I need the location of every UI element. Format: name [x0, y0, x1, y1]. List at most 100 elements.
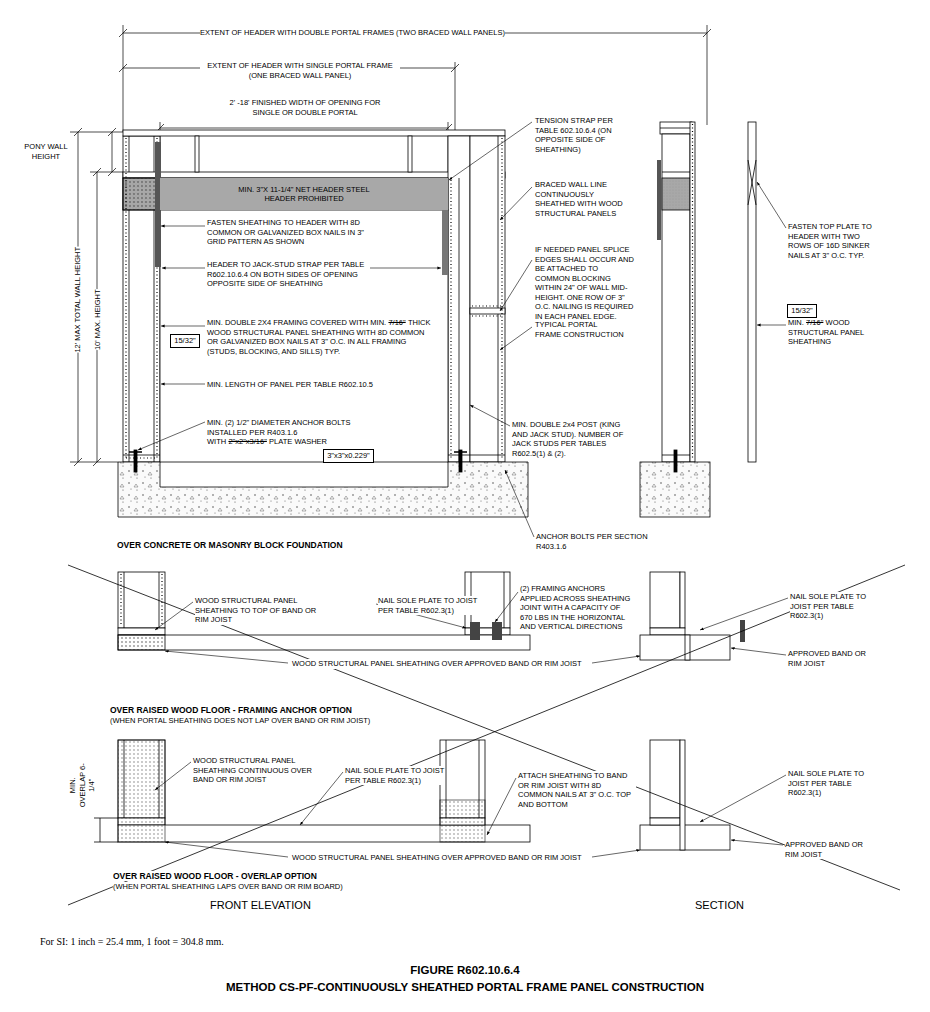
label-group: MIN. LENGTH OF PANEL PER TABLE R602.10.5: [207, 380, 407, 390]
annotation-text: 2"x2"x3/16": [228, 437, 266, 446]
label-group: EXTENT OF HEADER WITH DOUBLE PORTAL FRAM…: [200, 28, 505, 38]
label-group: (2) FRAMING ANCHORS APPLIED ACROSS SHEAT…: [520, 584, 635, 632]
label-group: WOOD STRUCTURAL PANEL SHEATHING OVER APP…: [292, 659, 582, 669]
portal-frame-elevation-part: [160, 210, 448, 462]
dimension-box: 15/32": [787, 304, 817, 318]
annotation-text: APPROVED BAND OR RIM JOIST: [785, 840, 863, 859]
label-group: MIN. DOUBLE 2X4 FRAMING COVERED WITH MIN…: [207, 318, 432, 356]
annotation-text: WOOD STRUCTURAL PANEL SHEATHING OVER APP…: [292, 659, 582, 668]
leader-lines-part: [162, 268, 205, 269]
label-group: FASTEN TOP PLATE TO HEADER WITH TWO ROWS…: [788, 222, 883, 260]
label-group: NAIL SOLE PLATE TO JOIST PER TABLE R602.…: [788, 769, 878, 798]
label-group: EXTENT OF HEADER WITH SINGLE PORTAL FRAM…: [200, 61, 400, 80]
portal-frame-elevation-part: [123, 136, 160, 462]
label-group: NAIL SOLE PLATE TO JOIST PER TABLE R602.…: [790, 592, 880, 621]
label-group: MIN. (2) 1/2" DIAMETER ANCHOR BOLTS INST…: [207, 418, 382, 447]
annotation-text: SECTION: [695, 899, 744, 911]
portal-frame-section-part: [660, 128, 692, 129]
raised-floor-details-part: [118, 740, 165, 842]
leader-lines-part: [757, 325, 786, 326]
leader-lines-part: [500, 187, 532, 220]
label-group: IF NEEDED PANEL SPLICE EDGES SHALL OCCUR…: [535, 245, 635, 321]
node-text: 3"x3"x0.229": [327, 451, 370, 461]
annotation-text: TENSION STRAP PER TABLE 602.10.6.4 (ON O…: [535, 116, 613, 154]
label-group: MIN.7/16"WOOD STRUCTURAL PANEL SHEATHING: [788, 318, 873, 347]
label-group: FASTEN SHEATHING TO HEADER WITH 8D COMMO…: [207, 218, 377, 247]
annotation-text: FRONT ELEVATION: [210, 899, 311, 911]
leader-lines-part: [700, 775, 786, 822]
portal-frame-elevation-part: [118, 462, 528, 517]
annotation-text: PLATE WASHER: [269, 437, 327, 446]
label-group: 12' MAX TOTAL WALL HEIGHT: [73, 247, 83, 353]
label-group: ATTACH SHEATHING TO BAND OR RIM JOIST WI…: [518, 771, 636, 809]
raised-floor-details-part: [680, 740, 685, 850]
annotation-text: MIN. DOUBLE 2X4 FRAMING COVERED WITH MIN…: [207, 318, 386, 327]
raised-floor-details-part: [118, 628, 165, 635]
annotation-text: TYPICAL PORTAL FRAME CONSTRUCTION: [535, 320, 624, 339]
annotation-text: WOOD STRUCTURAL PANEL SHEATHING TO TOP O…: [195, 596, 316, 624]
annotation-text: MIN.: [788, 318, 804, 327]
label-group: ANCHOR BOLTS PER SECTION R403.1.6: [536, 532, 661, 551]
leader-lines-part: [495, 592, 518, 622]
annotation-text: ATTACH SHEATHING TO BAND OR RIM JOIST WI…: [518, 771, 631, 809]
leader-lines-part: [155, 762, 191, 790]
portal-frame-elevation-part: [459, 178, 460, 462]
portal-frame-elevation-part: [408, 136, 412, 172]
label-group: MIN. OVERLAP 6-1/4": [68, 763, 97, 808]
dimension-lines-part: [123, 33, 707, 128]
dimension-lines-part: [74, 128, 116, 466]
leader-lines-part: [505, 470, 534, 537]
leader-lines-part: [161, 326, 205, 327]
portal-frame-section-part: [692, 124, 693, 460]
label-group: BRACED WALL LINE CONTINUOUSLY SHEATHED W…: [535, 180, 635, 218]
annotation-text: BRACED WALL LINE CONTINUOUSLY SHEATHED W…: [535, 180, 623, 218]
leader-lines-part: [161, 226, 205, 227]
portal-frame-section-part: [662, 172, 690, 455]
portal-frame-section-part: [748, 122, 756, 462]
portal-frame-section-part: [662, 178, 690, 210]
label-group: APPROVED BAND OR RIM JOIST: [785, 840, 865, 859]
leader-lines-part: [165, 842, 288, 857]
label-group: HEADER TO JACK-STUD STRAP PER TABLE R602…: [207, 260, 365, 289]
annotation-text: ANCHOR BOLTS PER SECTION R403.1.6: [536, 532, 648, 551]
annotation-text: MIN. LENGTH OF PANEL PER TABLE R602.10.5: [207, 380, 373, 389]
label-group: WOOD STRUCTURAL PANEL SHEATHING OVER APP…: [292, 853, 582, 863]
dimension-lines: [70, 25, 711, 466]
leader-lines-part: [470, 405, 510, 426]
annotation-text: 2' -18' FINISHED WIDTH OF OPENING FOR SI…: [230, 98, 381, 117]
portal-frame-elevation-part: [123, 130, 505, 136]
annotation-text: NAIL SOLE PLATE TO JOIST PER TABLE R602.…: [788, 769, 864, 797]
label-group: 10' MAX. HEIGHT: [92, 290, 102, 351]
portal-frame-elevation-part: [123, 455, 505, 456]
leader-lines-part: [731, 648, 786, 655]
portal-frame-section-part: [690, 122, 695, 462]
label-group: (WHEN PORTAL SHEATHING LAPS OVER BAND OR…: [113, 882, 343, 892]
annotation-text: NAIL SOLE PLATE TO JOIST PER TABLE R602.…: [345, 766, 444, 785]
annotation-text: FASTEN SHEATHING TO HEADER WITH 8D COMMO…: [207, 218, 364, 246]
portal-frame-section-part: [748, 160, 756, 205]
annotation-text: (2) FRAMING ANCHORS APPLIED ACROSS SHEAT…: [520, 584, 630, 631]
label-group: 2' -18' FINISHED WIDTH OF OPENING FOR SI…: [215, 98, 395, 117]
raised-floor-details-part: [640, 635, 730, 660]
annotation-text: 7/16": [806, 318, 823, 327]
annotation-text: 12' MAX TOTAL WALL HEIGHT: [73, 247, 82, 353]
annotation-text: NAIL SOLE PLATE TO JOIST PER TABLE R602.…: [790, 592, 866, 620]
label-group: TYPICAL PORTAL FRAME CONSTRUCTION: [535, 320, 625, 339]
annotation-text: MIN. DOUBLE 2x4 POST (KING AND JACK STUD…: [512, 420, 623, 458]
annotation-text: MIN. OVERLAP 6-1/4": [68, 763, 96, 807]
portal-frame-elevation-part: [123, 178, 448, 210]
dimension-box: 3"x3"x0.229": [323, 449, 374, 463]
dimension-lines-part: [70, 132, 123, 462]
label-group: NAIL SOLE PLATE TO JOIST PER TABLE R602.…: [345, 766, 445, 785]
void-cross-part: [68, 565, 905, 905]
raised-floor-details-part: [121, 574, 162, 626]
portal-frame-elevation-part: [123, 178, 160, 210]
raised-floor-details-part: [124, 572, 159, 628]
label-group: OVER RAISED WOOD FLOOR - OVERLAP OPTION: [113, 871, 317, 881]
portal-frame-section-part: [674, 450, 677, 472]
annotation-text: OVER RAISED WOOD FLOOR - OVERLAP OPTION: [113, 871, 317, 881]
leader-lines-part: [138, 422, 205, 450]
portal-frame-elevation-part: [470, 308, 505, 314]
leader-lines-part: [592, 656, 640, 663]
raised-floor-details-part: [470, 622, 480, 640]
